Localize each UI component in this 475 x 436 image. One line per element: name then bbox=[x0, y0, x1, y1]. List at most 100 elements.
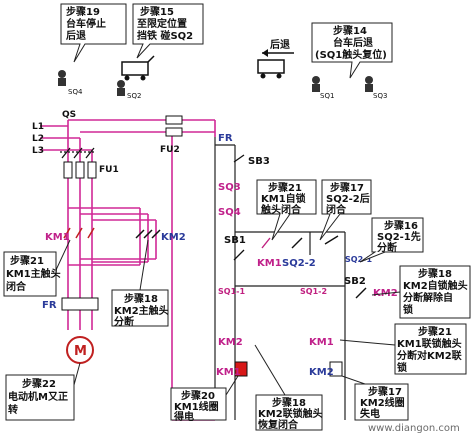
callout-step21c-line3: 分断对KM2联 bbox=[397, 349, 462, 362]
callout-step21a-line2: KM1自锁 bbox=[261, 192, 306, 205]
sb1-contact-icon bbox=[233, 249, 245, 261]
sb2-label: SB2 bbox=[344, 276, 366, 287]
km1-selflock-contact-icon bbox=[261, 237, 271, 249]
watermark-text: www.diangon.com bbox=[368, 423, 460, 434]
km2-interlock-label: KM2 bbox=[218, 337, 243, 348]
callout-step21c-line2: KM1联锁触头 bbox=[397, 337, 462, 350]
callout-step17b-line1: 步骤17 bbox=[368, 385, 402, 398]
sb1-label: SB1 bbox=[224, 235, 246, 246]
callout-step16-line2: SQ2-1先 bbox=[377, 230, 421, 243]
sq1-label: SQ1 bbox=[320, 92, 334, 100]
callout-step22-line3: 转 bbox=[8, 403, 18, 416]
sq2-switch-icon bbox=[117, 80, 125, 96]
callout-step14-line3: (SQ1触头复位) bbox=[315, 48, 387, 61]
sq4-control-label: SQ4 bbox=[218, 207, 241, 218]
reverse-arrow-icon bbox=[262, 49, 294, 57]
callout-step20-line2: KM1线圈 bbox=[174, 400, 219, 413]
callout-step15-line2: 至限定位置 bbox=[137, 17, 187, 30]
callout-step17-a: 步骤17 SQ2-2后 闭合 bbox=[319, 179, 372, 241]
callout-step18b-line2: KM2自锁触头 bbox=[403, 279, 468, 292]
callout-step18c-line3: 恢复闭合 bbox=[258, 418, 299, 431]
sq4-switch-icon bbox=[58, 70, 66, 86]
callout-step15-line1: 步骤15 bbox=[140, 5, 174, 18]
callout-step17b-line2: KM2线圈 bbox=[360, 396, 405, 409]
callout-step20-line1: 步骤20 bbox=[181, 389, 215, 402]
sq2-2-contact-icon bbox=[291, 237, 303, 249]
fu2-fuse-icon bbox=[165, 115, 183, 137]
callout-step18-c: 步骤18 KM2联锁触头 恢复闭合 bbox=[254, 344, 323, 431]
sb3-contact-icon bbox=[233, 154, 245, 163]
callout-step21-c: 步骤21 KM1联锁触头 分断对KM2联 锁 bbox=[339, 323, 467, 375]
callout-step18b-line1: 步骤18 bbox=[418, 267, 452, 280]
qs-switch-icon bbox=[60, 147, 96, 159]
callout-step16: 步骤16 SQ2-1先 分断 bbox=[359, 217, 424, 263]
qs-label: QS bbox=[62, 110, 76, 120]
sq3-control-label: SQ3 bbox=[218, 182, 241, 193]
callout-step15: 步骤15 至限定位置 挡铁 碰SQ2 bbox=[132, 3, 204, 59]
callout-step20: 步骤20 KM1线圈 得电 bbox=[170, 375, 239, 423]
km1-main-contacts-icon bbox=[63, 227, 95, 239]
callout-step21b-line1: 步骤21 bbox=[10, 254, 44, 267]
km1-interlock-label: KM1 bbox=[309, 337, 334, 348]
callout-step19-line2: 台车停止 bbox=[66, 17, 106, 30]
callout-step18a-line3: 分断 bbox=[114, 315, 134, 328]
callout-step16-line1: 步骤16 bbox=[384, 219, 418, 232]
callout-step17b-line3: 失电 bbox=[360, 407, 380, 420]
callout-step17-b: 步骤17 KM2线圈 失电 bbox=[341, 375, 409, 421]
callout-step21a-line3: 触头闭合 bbox=[260, 203, 302, 216]
callout-step21b-line2: KM1主触头 bbox=[6, 267, 61, 280]
callout-step18c-line2: KM2联锁触头 bbox=[258, 407, 323, 420]
callout-step15-line3: 挡铁 碰SQ2 bbox=[137, 29, 193, 42]
control-wires bbox=[214, 137, 346, 420]
cart-right-icon bbox=[257, 59, 285, 79]
reverse-label: 后退 bbox=[270, 38, 290, 51]
km2-coil-icon bbox=[329, 361, 343, 377]
callout-step14-line2: 台车后退 bbox=[333, 36, 373, 49]
callout-step14-line1: 步骤14 bbox=[333, 24, 367, 37]
km1-coil-label: KM1 bbox=[216, 367, 241, 378]
callout-step18-a: 步骤18 KM2主触头 分断 bbox=[111, 239, 169, 328]
callout-step21b-line3: 闭合 bbox=[6, 280, 27, 293]
cart-left-icon bbox=[121, 55, 155, 81]
fu1-fuse-icon bbox=[63, 161, 97, 179]
sq1-switch-icon bbox=[312, 76, 320, 92]
callout-step14: 步骤14 台车后退 (SQ1触头复位) bbox=[311, 22, 393, 79]
km1-selflock-label: KM1 bbox=[257, 258, 282, 269]
callout-step21-a: 步骤21 KM1自锁 触头闭合 bbox=[256, 179, 317, 241]
sq2-1-label: SQ2-1 bbox=[345, 255, 372, 264]
fr-power-label: FR bbox=[42, 300, 57, 311]
fu1-label: FU1 bbox=[99, 165, 119, 175]
callout-step18c-line1: 步骤18 bbox=[272, 396, 306, 409]
callout-step19-line3: 后退 bbox=[66, 29, 86, 42]
sq3-switch-icon bbox=[365, 76, 373, 92]
km2-main-contacts-icon bbox=[135, 229, 161, 239]
sq2-2-label: SQ2-2 bbox=[282, 258, 316, 269]
callout-step18-b: 步骤18 KM2自锁触头 分断解除自 锁 bbox=[371, 265, 471, 319]
sq2-label: SQ2 bbox=[127, 92, 141, 100]
sq2-1-contact-icon bbox=[324, 235, 339, 245]
callout-step16-line3: 分断 bbox=[377, 241, 397, 254]
fr-control-label: FR bbox=[218, 133, 233, 144]
km2-coil-label: KM2 bbox=[309, 367, 334, 378]
callout-step17a-line1: 步骤17 bbox=[330, 181, 364, 194]
l2-label: L2 bbox=[32, 134, 44, 144]
km1-coil-icon bbox=[234, 361, 248, 377]
callout-step20-line3: 得电 bbox=[173, 410, 194, 423]
km2-power-label: KM2 bbox=[161, 232, 186, 243]
callout-step21-b: 步骤21 KM1主触头 闭合 bbox=[3, 239, 71, 297]
sq4-label: SQ4 bbox=[68, 88, 83, 96]
callout-step18a-line1: 步骤18 bbox=[124, 292, 158, 305]
l1-label: L1 bbox=[32, 122, 44, 132]
l3-label: L3 bbox=[32, 146, 44, 156]
sq3-label: SQ3 bbox=[373, 92, 387, 100]
sq1-1-label: SQ1-1 bbox=[218, 287, 245, 296]
callout-step22: 步骤22 电动机M又正 转 bbox=[5, 362, 81, 421]
motor-label: M bbox=[74, 344, 87, 359]
fr-thermal-icon bbox=[61, 297, 99, 311]
callout-step19-line1: 步骤19 bbox=[66, 5, 100, 18]
km1-power-label: KM1 bbox=[45, 232, 70, 243]
callout-step21c-line1: 步骤21 bbox=[418, 325, 452, 338]
callout-step21a-line1: 步骤21 bbox=[268, 181, 302, 194]
callout-step21c-line4: 锁 bbox=[397, 361, 407, 374]
